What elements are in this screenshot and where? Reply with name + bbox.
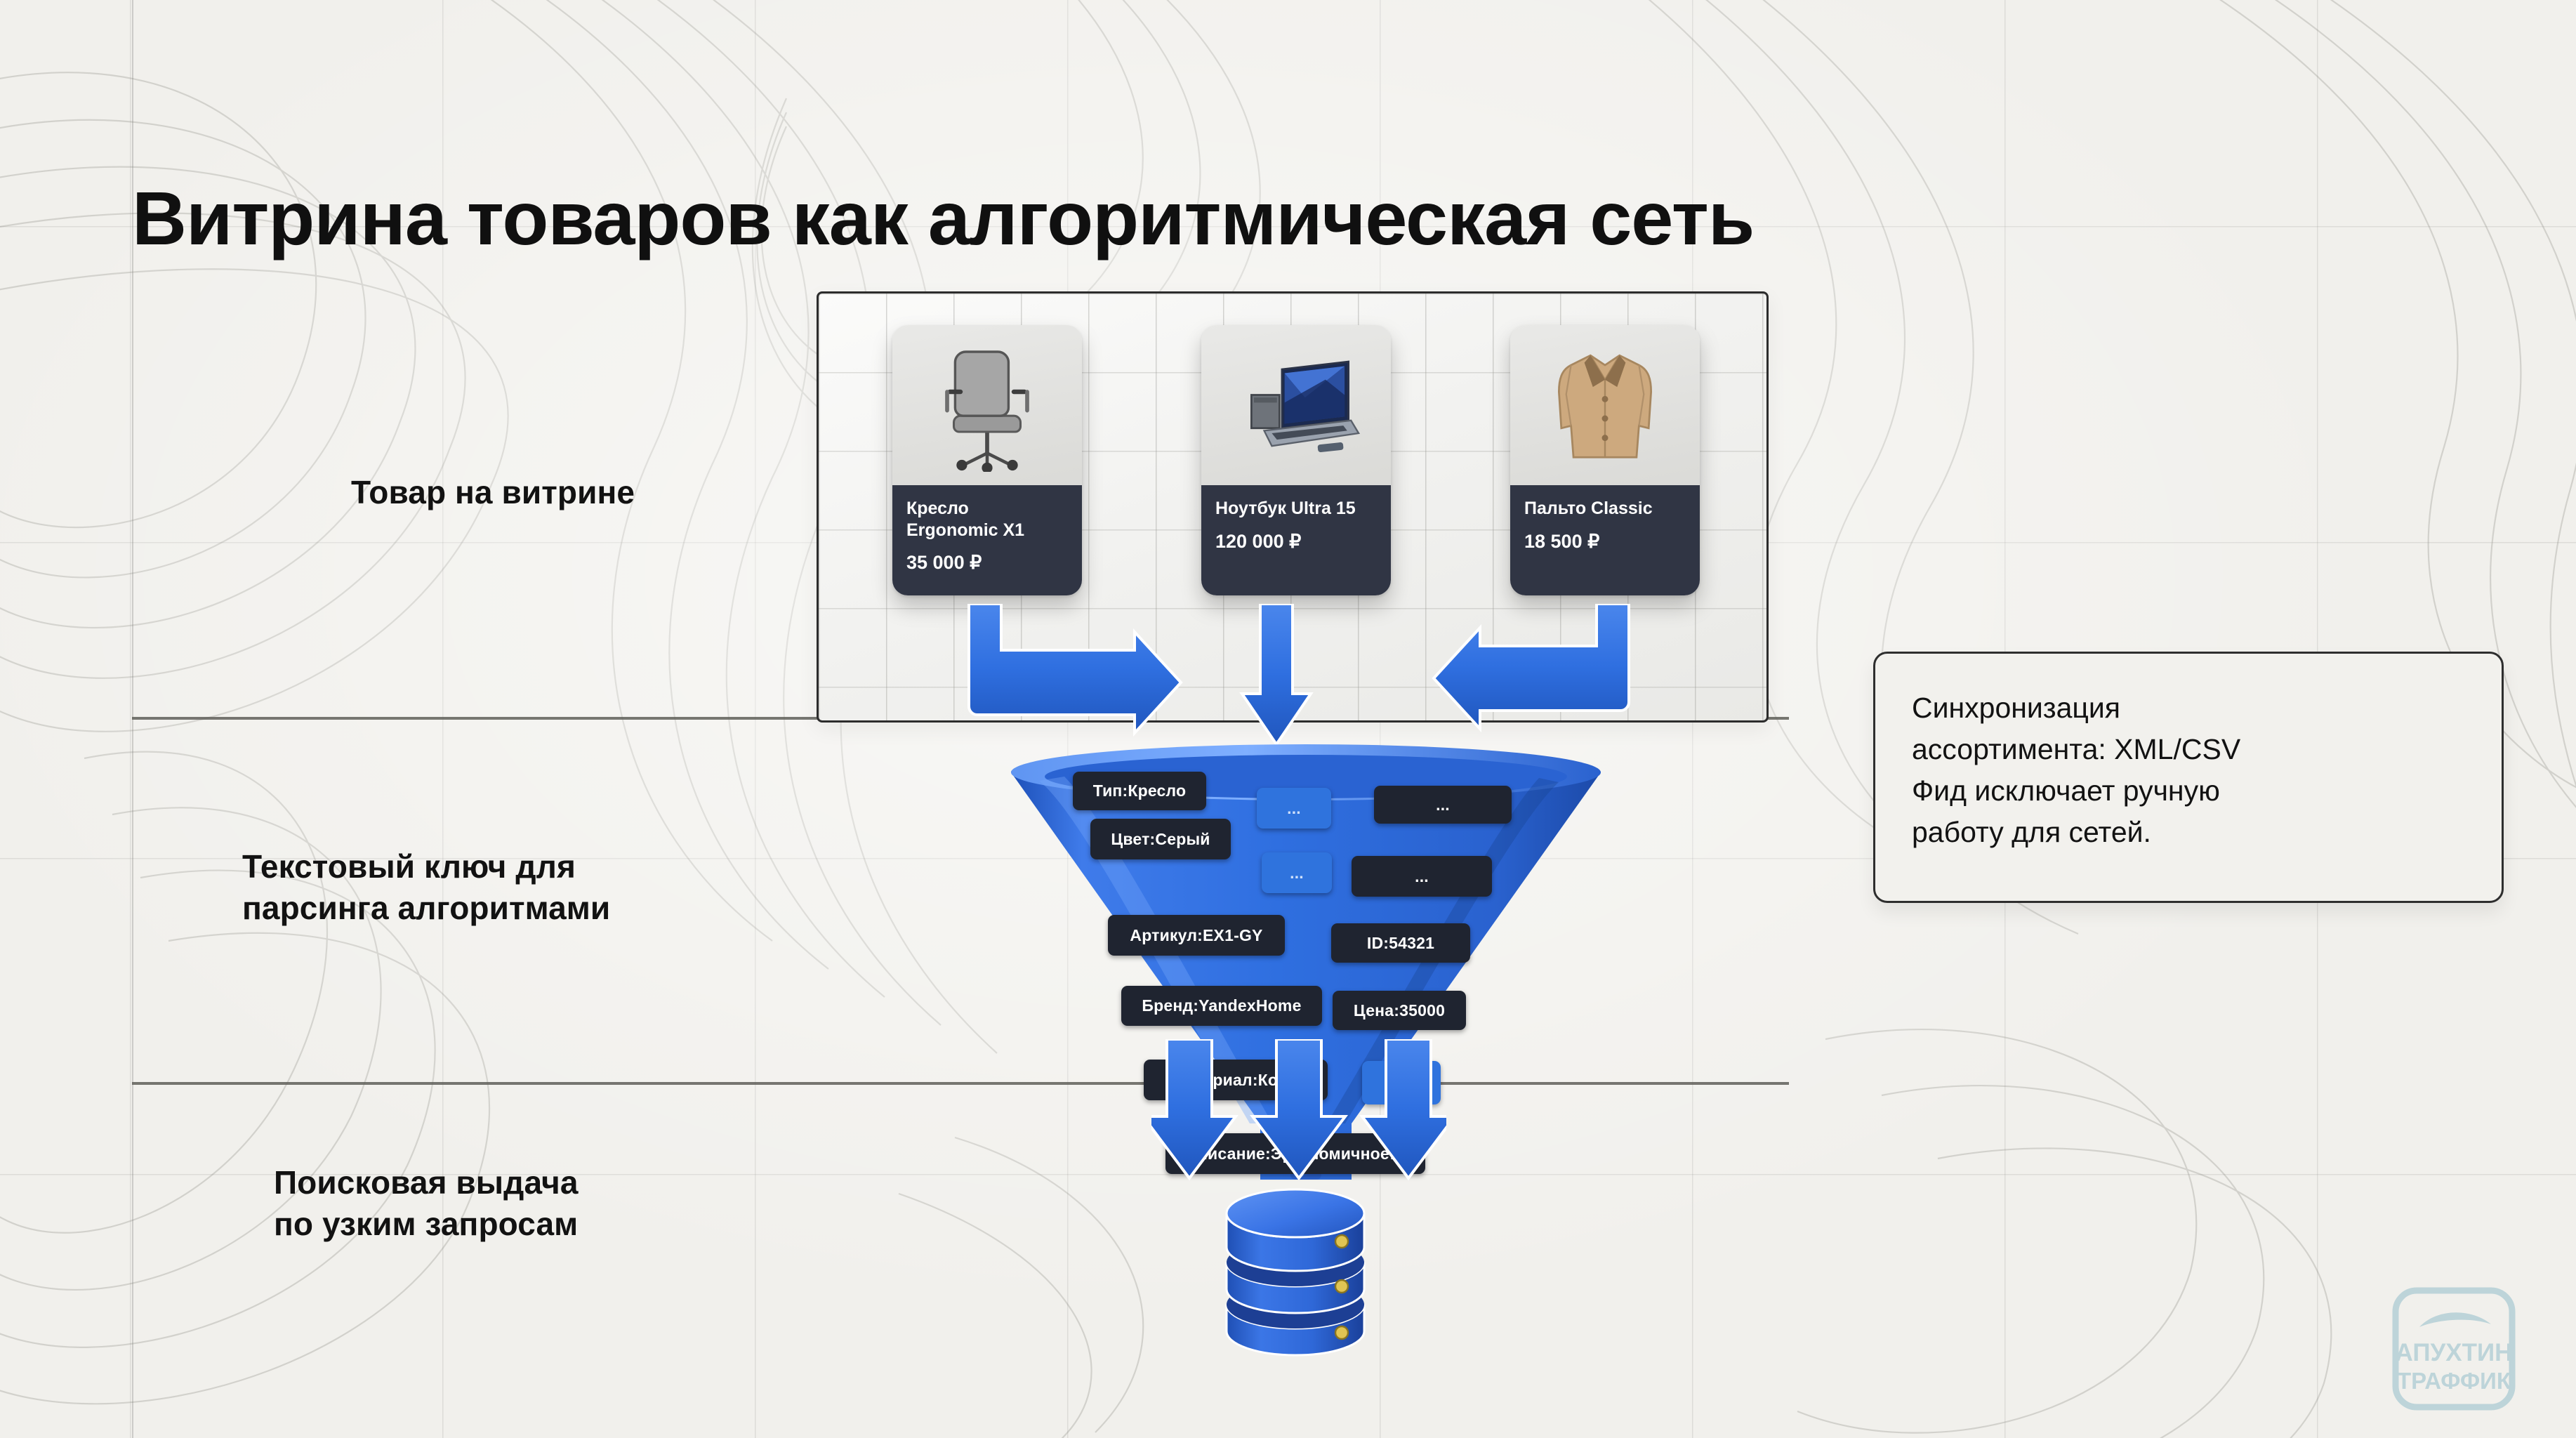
db-led-icon — [1334, 1279, 1349, 1294]
laptop-icon — [1250, 360, 1361, 452]
product-name-line2: Ergonomic X1 — [906, 520, 1025, 540]
funnel-chip[interactable]: Бренд:YandexHome — [1121, 986, 1322, 1026]
db-led-icon — [1334, 1325, 1349, 1340]
arrow-right — [1432, 604, 1630, 733]
callout-line: Фид исключает ручную — [1912, 774, 2220, 807]
arrow-db-center — [1250, 1039, 1348, 1181]
arrow-left — [967, 604, 1183, 737]
product-thumbnail — [1201, 325, 1391, 485]
row-divider-2 — [132, 1082, 1789, 1085]
db-led-icon — [1334, 1234, 1349, 1249]
office-chair-icon — [945, 350, 1029, 472]
flow-arrows-bottom — [1151, 1039, 1446, 1181]
product-name: Ноутбук Ultra 15 — [1215, 499, 1356, 518]
logo-line1: АПУХТИН — [2396, 1339, 2513, 1366]
brand-logo: АПУХТИН ТРАФФИК — [2392, 1287, 2516, 1411]
product-card[interactable]: Пальто Classic 18 500 ₽ — [1510, 325, 1700, 595]
funnel-chip[interactable]: Цвет:Серый — [1090, 819, 1231, 859]
product-thumbnail — [1510, 325, 1700, 485]
product-price: 35 000 ₽ — [906, 552, 982, 573]
stage-label-serp-line1: Поисковая выдача — [274, 1164, 579, 1201]
flow-arrows-top — [967, 604, 1630, 747]
funnel-chip-ellipsis[interactable]: ... — [1257, 788, 1331, 829]
stage-label-textkey: Текстовый ключ для парсинга алгоритмами — [242, 846, 610, 929]
callout-line: ассортимента: XML/CSV — [1912, 733, 2241, 766]
product-meta: Пальто Classic 18 500 ₽ — [1510, 485, 1700, 595]
product-name: Кресло Ergonomic X1 — [906, 498, 1068, 541]
stage-label-textkey-line1: Текстовый ключ для — [242, 848, 576, 885]
product-card[interactable]: Кресло Ergonomic X1 35 000 ₽ — [892, 325, 1082, 595]
product-price: 18 500 ₽ — [1524, 530, 1600, 552]
stage-label-textkey-line2: парсинга алгоритмами — [242, 889, 611, 926]
product-meta: Ноутбук Ultra 15 120 000 ₽ — [1201, 485, 1391, 595]
funnel-chip[interactable]: Цена:35000 — [1333, 991, 1466, 1030]
stage-label-serp: Поисковая выдача по узким запросам — [274, 1162, 579, 1245]
funnel-chip-ellipsis[interactable]: ... — [1262, 852, 1332, 893]
arrow-db-right — [1359, 1039, 1446, 1181]
product-meta: Кресло Ergonomic X1 35 000 ₽ — [892, 485, 1082, 595]
coat-icon — [1557, 354, 1653, 459]
product-name: Пальто Classic — [1524, 499, 1653, 518]
stage-label-showcase: Товар на витрине — [351, 474, 635, 510]
product-thumbnail — [892, 325, 1082, 485]
funnel-chip[interactable]: Тип:Кресло — [1073, 772, 1206, 810]
funnel-chip-ellipsis[interactable]: ... — [1374, 786, 1512, 824]
logo-line2: ТРАФФИК — [2397, 1368, 2511, 1394]
arrow-db-left — [1151, 1039, 1239, 1181]
funnel-chip-ellipsis[interactable]: ... — [1352, 856, 1492, 897]
product-price: 120 000 ₽ — [1215, 530, 1302, 552]
page-title: Витрина товаров как алгоритмическая сеть — [132, 176, 1755, 261]
database-icon — [1225, 1188, 1366, 1357]
product-card[interactable]: Ноутбук Ultra 15 120 000 ₽ — [1201, 325, 1391, 595]
funnel-chip[interactable]: Артикул:EX1-GY — [1108, 915, 1285, 956]
product-name-line1: Кресло — [906, 499, 969, 518]
stage-label-serp-line2: по узким запросам — [274, 1205, 579, 1242]
funnel-chip[interactable]: ID:54321 — [1331, 923, 1470, 963]
callout-line: работу для сетей. — [1912, 816, 2151, 849]
callout-box: Синхронизация ассортимента: XML/CSV Фид … — [1873, 652, 2504, 903]
callout-line: Синхронизация — [1912, 692, 2120, 724]
arrow-center — [1239, 604, 1314, 747]
